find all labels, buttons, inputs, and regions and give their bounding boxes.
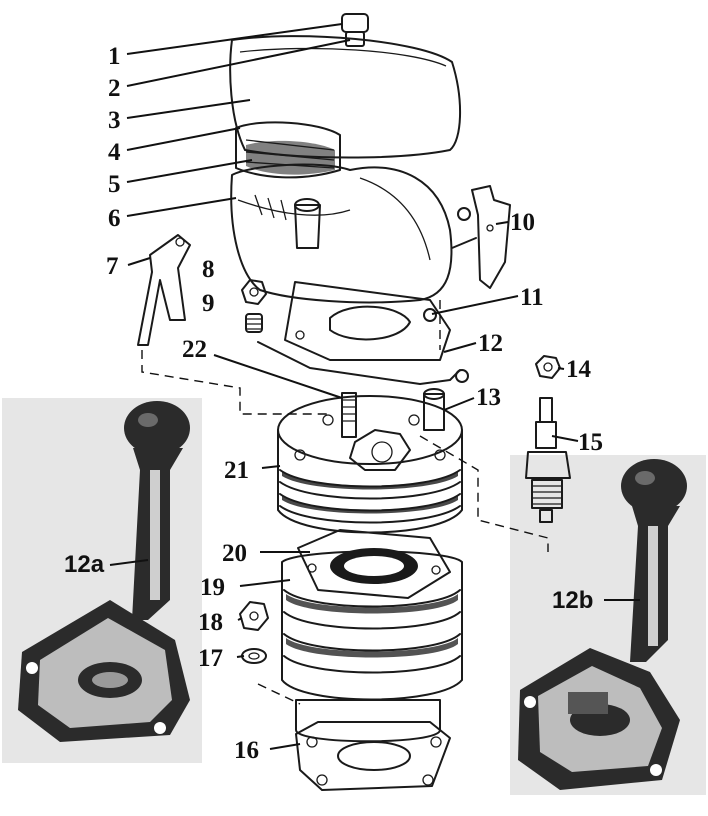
stud-22 <box>341 392 357 438</box>
label-2: 2 <box>108 75 121 102</box>
label-16: 16 <box>234 737 259 764</box>
gasket-plate <box>257 281 469 385</box>
assembly-lines <box>141 300 549 705</box>
label-18: 18 <box>198 609 223 636</box>
label-19: 19 <box>200 574 225 601</box>
label-7: 7 <box>106 253 119 280</box>
label-20: 20 <box>222 540 247 567</box>
spark-plug-15 <box>525 397 571 523</box>
label-4: 4 <box>108 139 121 166</box>
cylinder-barrel-19 <box>281 550 463 701</box>
label-14: 14 <box>566 356 592 383</box>
cylinder-head-21 <box>277 395 463 534</box>
photo-12b <box>510 455 706 795</box>
lever-10 <box>451 185 511 289</box>
photo-12a <box>2 398 202 763</box>
washer-17 <box>241 648 267 664</box>
nut-14 <box>535 355 561 379</box>
label-8: 8 <box>202 256 215 283</box>
filter-housing <box>230 163 453 304</box>
part-labels: 1 2 3 4 5 6 7 8 9 10 11 12 13 14 15 16 1… <box>64 43 603 764</box>
label-6: 6 <box>108 205 121 232</box>
gasket-20 <box>297 529 451 599</box>
bracket-7 <box>137 234 191 346</box>
label-9: 9 <box>202 290 215 317</box>
label-11: 11 <box>520 284 544 311</box>
label-22: 22 <box>182 336 207 363</box>
label-1: 1 <box>108 43 121 70</box>
sleeve-13 <box>423 388 445 431</box>
base-flange-16 <box>295 699 451 791</box>
nut-18 <box>239 601 269 631</box>
label-12b: 12b <box>552 587 593 614</box>
nut-8 <box>241 279 267 305</box>
label-10: 10 <box>510 209 535 236</box>
label-12a: 12a <box>64 551 105 578</box>
filter-cover <box>229 35 461 159</box>
spring-9 <box>245 313 263 333</box>
leader-lines <box>109 23 640 750</box>
label-3: 3 <box>108 107 121 134</box>
label-12: 12 <box>478 330 503 357</box>
label-15: 15 <box>578 429 603 456</box>
label-13: 13 <box>476 384 501 411</box>
label-17: 17 <box>198 645 223 672</box>
label-21: 21 <box>224 457 249 484</box>
label-5: 5 <box>108 171 121 198</box>
